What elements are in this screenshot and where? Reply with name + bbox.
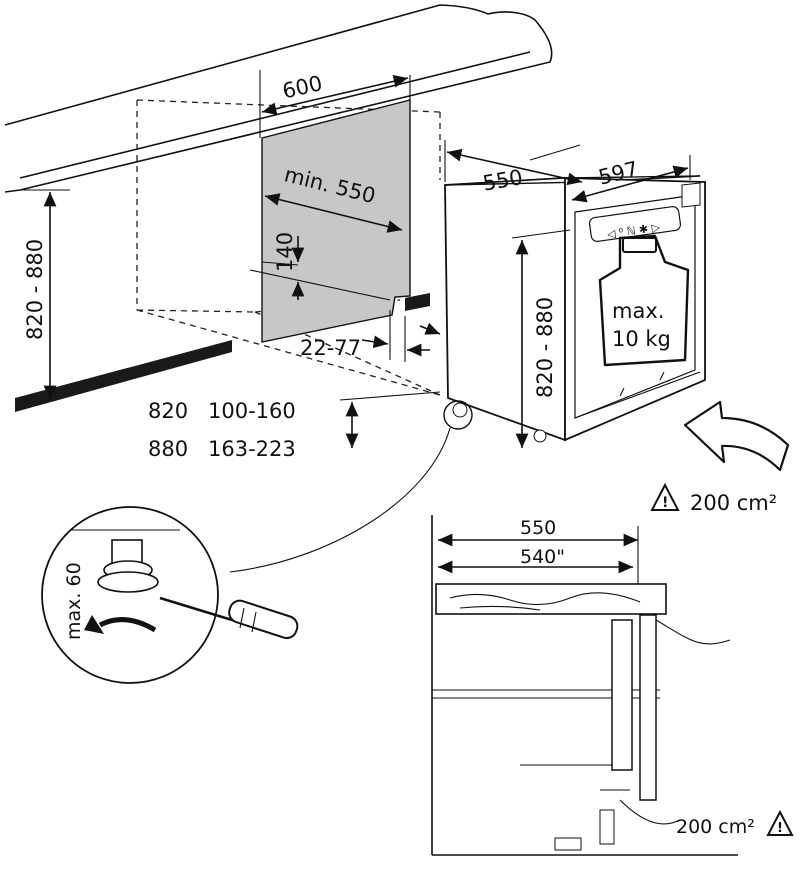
plinth-row-2-niche: 880 xyxy=(148,437,188,461)
appliance-height-label: 820 - 880 xyxy=(533,297,557,398)
plinth-strip-left xyxy=(15,340,232,412)
ventilation-top-label: 200 cm² xyxy=(690,491,777,515)
screwdriver-icon xyxy=(159,596,299,640)
svg-text:!: ! xyxy=(777,821,783,836)
rotate-arrow-icon xyxy=(98,617,157,633)
section-outer-label: 550 xyxy=(520,517,556,539)
plinth-gap-label: 22-77 xyxy=(300,336,361,360)
warning-icon-bottom xyxy=(766,809,794,836)
plinth-row-1-range: 100-160 xyxy=(208,399,296,423)
plinth-row-2-range: 163-223 xyxy=(208,437,296,461)
foot-detail: max. 60 xyxy=(41,400,473,684)
section-inner-label: 540" xyxy=(520,546,565,568)
appliance-height-dimension: 820 - 880 xyxy=(511,229,571,448)
airflow-arrow-icon xyxy=(683,400,790,472)
plinth-height-label: 140 xyxy=(273,232,297,272)
ventilation-bottom-label: 200 cm² xyxy=(676,816,755,838)
svg-text:!: ! xyxy=(662,495,668,511)
foot-adjust-label: max. 60 xyxy=(63,562,85,640)
plinth-table: 820 100-160 880 163-223 xyxy=(148,391,441,461)
weight-label-line2: 10 kg xyxy=(612,327,671,351)
niche-height-label: 820 - 880 xyxy=(23,239,47,340)
plinth-height-dimension: 140 xyxy=(273,232,305,300)
weight-icon: max. 10 kg xyxy=(598,234,690,367)
warning-icon xyxy=(650,482,680,511)
plinth-strip-right xyxy=(405,293,430,311)
niche-height-dimension: 820 - 880 xyxy=(20,189,70,400)
countertop xyxy=(4,4,553,193)
plinth-row-1-niche: 820 xyxy=(148,399,188,423)
weight-label-line1: max. xyxy=(612,299,664,323)
niche-back-panel xyxy=(261,99,411,343)
countertop-section xyxy=(435,583,667,615)
section-drawing: 550 540" ! 200 cm² xyxy=(431,515,794,856)
ventilation-top: ! 200 cm² xyxy=(650,482,777,515)
